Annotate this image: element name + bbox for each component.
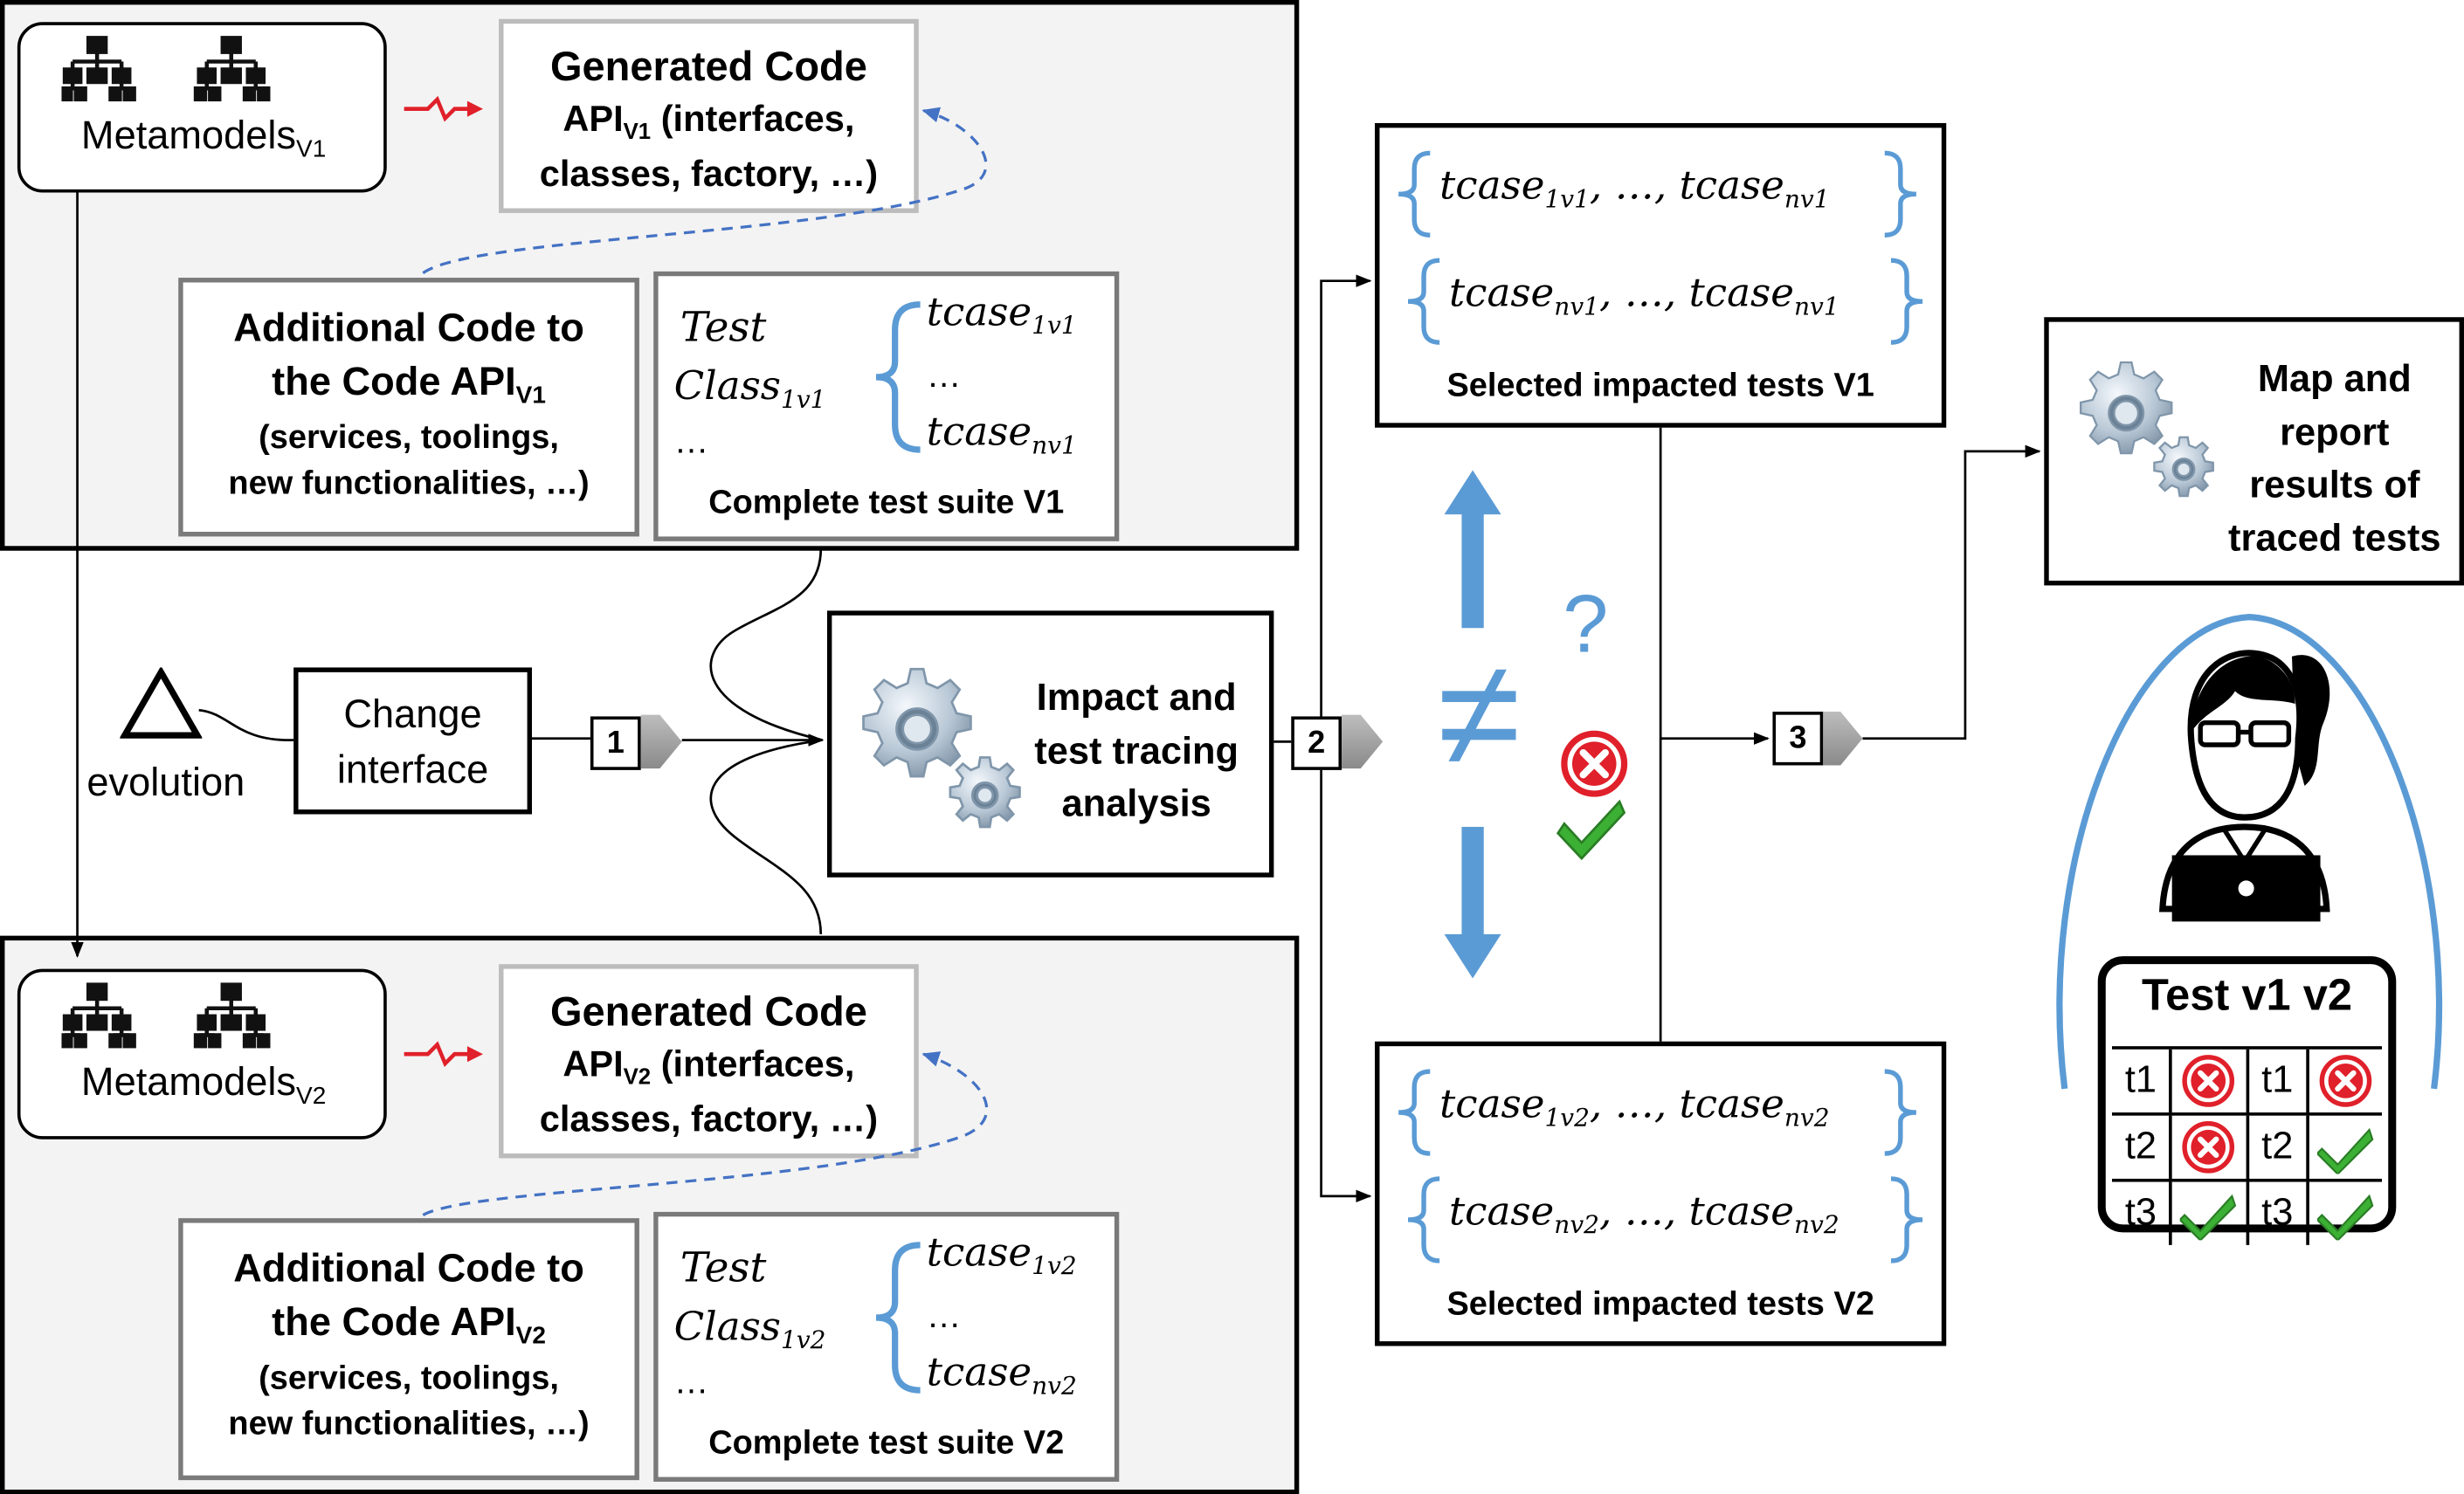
v1-metamodels-label: MetamodelsV1 xyxy=(80,114,327,163)
check-icon xyxy=(2316,1127,2374,1174)
v2-result-cell xyxy=(2309,1116,2382,1179)
test-id-cell: t2 xyxy=(2248,1115,2309,1179)
test-id-cell: t1 xyxy=(2112,1049,2173,1113)
v2-result-cell xyxy=(2309,1050,2382,1112)
v1-metamodels-box: MetamodelsV1 xyxy=(17,22,387,193)
table-row: t1 t1 xyxy=(2111,1046,2383,1113)
hierarchy-icon xyxy=(61,982,271,1049)
report-box: Map and report results of traced tests xyxy=(2044,317,2464,586)
step-2-badge: 2 xyxy=(1291,716,1342,770)
v2-metamodels-label: MetamodelsV2 xyxy=(80,1060,327,1111)
not-equal-symbol: ≠ xyxy=(1437,630,1521,799)
v1-result-cell xyxy=(2172,1115,2249,1179)
error-cross-icon xyxy=(2183,1055,2235,1107)
hierarchy-icon xyxy=(61,36,271,102)
v2-suite-caption: Complete test suite V2 xyxy=(708,1424,1065,1462)
v2-metamodels-box: MetamodelsV2 xyxy=(17,968,387,1139)
compare-up-down-arrows xyxy=(1444,470,1501,979)
selected-v1-caption: Selected impacted tests V1 xyxy=(1446,368,1874,404)
v2-suite-brace xyxy=(875,1242,921,1394)
selected-v2-caption: Selected impacted tests V2 xyxy=(1446,1285,1874,1323)
v1-result-cell xyxy=(2172,1181,2249,1245)
user-arc xyxy=(2056,613,2443,1090)
step-3-badge: 3 xyxy=(1772,712,1824,766)
selected-impacted-v2: tcase1v2, …, tcasenv2 tcasenv2, …, tcase… xyxy=(1375,1041,1947,1346)
test-id-cell: t2 xyxy=(2112,1115,2173,1179)
v2-generated-code: Generated Code APIV2 (interfaces, classe… xyxy=(499,964,919,1159)
results-table-title: Test v1 v2 xyxy=(2142,970,2352,1020)
error-cross-icon xyxy=(1561,730,1628,797)
question-mark: ? xyxy=(1563,579,1609,671)
error-cross-icon xyxy=(2183,1120,2235,1174)
v1-test-suite: Test Class1v1 … tcase1v1 … tcasenv1 Comp… xyxy=(653,271,1120,541)
test-id-cell: t3 xyxy=(2112,1181,2173,1245)
v1-generated-title: Generated Code xyxy=(549,42,867,91)
v2-generated-title: Generated Code xyxy=(549,988,867,1036)
analysis-box: Impact and test tracing analysis xyxy=(826,610,1274,878)
test-id-cell: t1 xyxy=(2248,1049,2309,1113)
table-row: t2 t2 xyxy=(2111,1112,2383,1179)
gears-icon xyxy=(862,667,1021,829)
v2-additional-code: Additional Code to the Code APIV2 (servi… xyxy=(178,1218,639,1481)
v2-test-suite: Test Class1v2 … tcase1v2 … tcasenv2 Comp… xyxy=(653,1211,1120,1482)
evolution-label: evolution xyxy=(86,761,245,805)
check-icon xyxy=(1556,799,1626,861)
check-icon xyxy=(2316,1194,2374,1241)
test-id-cell: t3 xyxy=(2248,1181,2309,1245)
v1-generated-code: Generated Code APIV1 (interfaces, classe… xyxy=(499,18,919,213)
v1-suite-brace xyxy=(875,301,921,453)
delta-icon xyxy=(120,667,203,739)
user-at-laptop-icon xyxy=(2159,650,2330,922)
v1-additional-code: Additional Code to the Code APIV1 (servi… xyxy=(178,278,639,537)
v1-result-cell xyxy=(2172,1049,2249,1113)
change-interface-box: Change interface xyxy=(293,667,533,815)
check-icon xyxy=(2180,1194,2238,1241)
selected-impacted-v1: tcase1v1, …, tcasenv1 tcasenv1, …, tcase… xyxy=(1375,122,1947,428)
v2-result-cell xyxy=(2309,1182,2382,1245)
step-1-badge: 1 xyxy=(590,716,641,770)
error-cross-icon xyxy=(2319,1055,2372,1107)
v1-suite-caption: Complete test suite V1 xyxy=(708,484,1065,521)
table-row: t3 t3 xyxy=(2111,1178,2383,1245)
gears-icon xyxy=(2080,361,2214,498)
